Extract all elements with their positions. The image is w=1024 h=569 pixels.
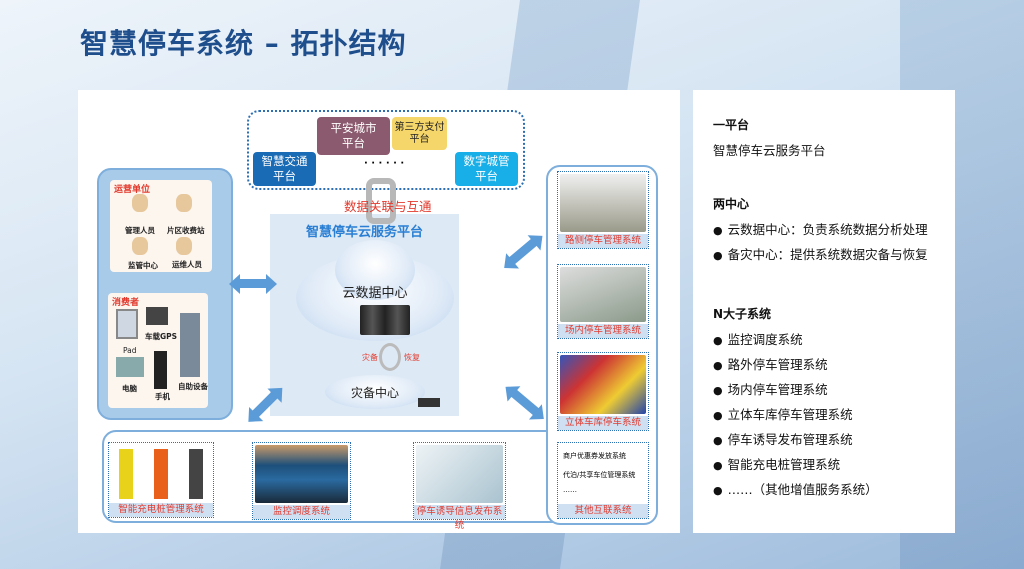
system-caption: 路侧停车管理系统 bbox=[558, 234, 648, 248]
section-item: 备灾中心：提供系统数据灾备与恢复 bbox=[713, 244, 955, 263]
section-item: 立体车库停车管理系统 bbox=[713, 404, 955, 423]
label: 第三方支付 bbox=[394, 121, 445, 133]
section-item: 智能充电桩管理系统 bbox=[713, 454, 955, 473]
laptop-icon bbox=[116, 357, 144, 377]
consumer-item: 自助设备 bbox=[178, 382, 208, 391]
person-icon bbox=[132, 237, 148, 255]
system-caption: 监控调度系统 bbox=[253, 505, 350, 519]
consumer-item: 手机 bbox=[155, 392, 170, 401]
double-arrow-icon bbox=[229, 273, 277, 294]
operator-item: 监管中心 bbox=[128, 261, 158, 270]
garage-image bbox=[560, 355, 646, 414]
roadside-image bbox=[560, 174, 646, 232]
section-title: N大子系统 bbox=[713, 307, 772, 321]
section-item: ……（其他增值服务系统） bbox=[713, 479, 955, 498]
cloud-data-center: 云数据中心 bbox=[342, 286, 408, 301]
consumer-box: 消费者 Pad 车载GPS 电脑 手机 自助设备 bbox=[108, 293, 208, 408]
person-icon bbox=[176, 237, 192, 255]
ellipsis: · · · · · · bbox=[364, 158, 405, 169]
restore-label: 恢复 bbox=[404, 353, 420, 362]
label: 平台 bbox=[475, 169, 498, 183]
section-item: 监控调度系统 bbox=[713, 329, 955, 348]
control-room-image bbox=[255, 445, 348, 503]
operator-item: 运维人员 bbox=[172, 260, 202, 269]
backup-label: 灾备 bbox=[362, 353, 378, 362]
indoor-parking-image bbox=[560, 267, 646, 322]
platform-third-party-pay: 第三方支付平台 bbox=[392, 117, 447, 150]
platform-digital-city: 数字城管平台 bbox=[455, 152, 518, 186]
system-guidance: 停车诱导信息发布系统 bbox=[413, 442, 506, 531]
other-item: …… bbox=[563, 486, 577, 494]
label: 平安城市 bbox=[330, 121, 377, 135]
cloud-shape bbox=[335, 240, 415, 300]
platform-pingan: 平安城市平台 bbox=[317, 117, 390, 155]
system-caption: 场内停车管理系统 bbox=[558, 324, 648, 338]
phone-icon bbox=[154, 351, 167, 389]
link-label: 数据关联与互通 bbox=[344, 199, 432, 214]
system-monitoring: 监控调度系统 bbox=[252, 442, 351, 520]
system-caption: 其他互联系统 bbox=[558, 504, 648, 518]
section-item: 云数据中心：负责系统数据分析处理 bbox=[713, 219, 955, 238]
page-title: 智慧停车系统 – 拓扑结构 bbox=[80, 27, 407, 60]
server-icon bbox=[418, 398, 440, 407]
operator-item: 片区收费站 bbox=[167, 226, 205, 235]
section-title: 一平台 bbox=[713, 118, 750, 132]
operator-title: 运营单位 bbox=[114, 185, 151, 195]
charger-icon bbox=[119, 449, 133, 499]
cloud-shape bbox=[325, 375, 425, 409]
system-caption: 停车诱导信息发布系统 bbox=[414, 505, 505, 531]
guidance-map-image bbox=[416, 445, 503, 503]
cycle-icon bbox=[379, 343, 401, 371]
tablet-icon bbox=[116, 309, 138, 339]
other-item: 商户优惠券发放系统 bbox=[563, 452, 626, 460]
operator-item: 管理人员 bbox=[125, 226, 155, 235]
label: 平台 bbox=[409, 133, 430, 145]
charger-icon bbox=[189, 449, 203, 499]
gps-icon bbox=[146, 307, 168, 325]
person-icon bbox=[132, 194, 148, 212]
sync-arrows-icon bbox=[366, 178, 396, 224]
kiosk-icon bbox=[180, 313, 200, 377]
system-indoor: 场内停车管理系统 bbox=[557, 264, 649, 339]
section-item: 智慧停车云服务平台 bbox=[713, 143, 826, 158]
charger-icon bbox=[154, 449, 168, 499]
external-platforms-group bbox=[247, 110, 525, 190]
system-other: 商户优惠券发放系统 代泊/共享车位管理系统 …… 其他互联系统 bbox=[557, 442, 649, 519]
system-caption: 智能充电桩管理系统 bbox=[109, 503, 213, 517]
label: 平台 bbox=[342, 136, 365, 150]
label: 平台 bbox=[273, 169, 296, 183]
consumer-item: Pad bbox=[123, 346, 137, 355]
consumer-item: 车载GPS bbox=[145, 332, 178, 341]
label: 智慧交通 bbox=[261, 154, 308, 168]
operator-box: 运营单位 管理人员 片区收费站 监管中心 运维人员 bbox=[110, 180, 212, 272]
other-item: 代泊/共享车位管理系统 bbox=[563, 471, 636, 479]
system-charging: 智能充电桩管理系统 bbox=[108, 442, 214, 518]
system-3d-garage: 立体车库停车系统 bbox=[557, 352, 649, 431]
consumer-item: 电脑 bbox=[122, 384, 137, 393]
label: 数字城管 bbox=[463, 154, 510, 168]
system-roadside: 路侧停车管理系统 bbox=[557, 171, 649, 249]
section-item: 场内停车管理系统 bbox=[713, 379, 955, 398]
consumer-title: 消费者 bbox=[112, 298, 140, 308]
platform-smart-traffic: 智慧交通平台 bbox=[253, 152, 316, 186]
core-title: 智慧停车云服务平台 bbox=[305, 225, 423, 240]
section-title: 两中心 bbox=[713, 197, 750, 211]
summary-panel: 一平台 智慧停车云服务平台 两中心 云数据中心：负责系统数据分析处理 备灾中心：… bbox=[693, 90, 955, 533]
section-item: 路外停车管理系统 bbox=[713, 354, 955, 373]
backup-center: 灾备中心 bbox=[350, 386, 399, 400]
section-item: 停车诱导发布管理系统 bbox=[713, 429, 955, 448]
system-caption: 立体车库停车系统 bbox=[558, 416, 648, 430]
server-icon bbox=[360, 305, 410, 335]
person-icon bbox=[176, 194, 192, 212]
